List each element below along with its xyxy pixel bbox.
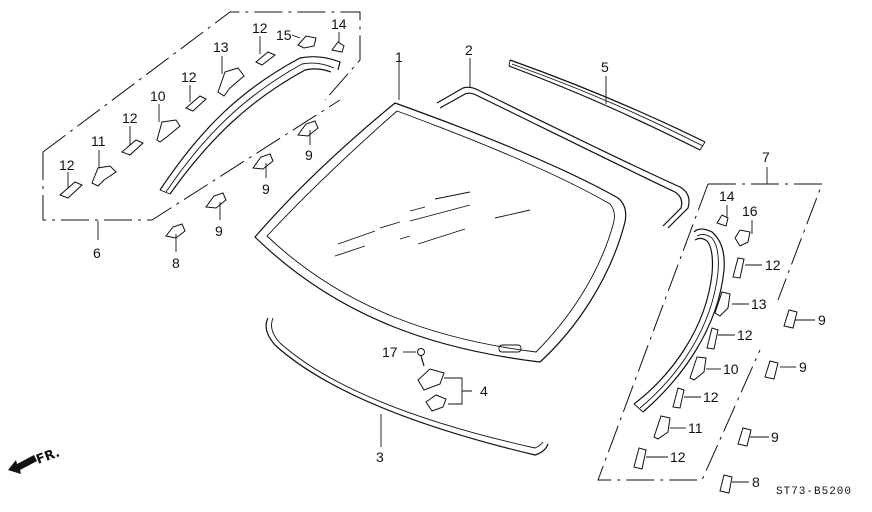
clip-9 [205, 192, 227, 209]
top-seal [508, 59, 706, 151]
right-kit-clips [633, 214, 751, 470]
callout-12f: 12 [737, 327, 753, 343]
loose-clips-left: 9 9 9 8 [165, 120, 319, 271]
clip-11 [91, 165, 117, 187]
clip-12 [633, 447, 647, 470]
clip-12 [672, 387, 685, 409]
callout-12d: 12 [252, 20, 268, 36]
clip-16 [734, 229, 751, 247]
clip-13 [714, 291, 731, 317]
callout-1: 1 [395, 49, 403, 65]
clip-12 [59, 181, 83, 199]
callout-9d: 9 [818, 312, 826, 328]
screw-17 [417, 348, 425, 367]
callout-7: 7 [762, 149, 770, 165]
callout-6: 6 [93, 245, 101, 261]
callout-12h: 12 [670, 449, 686, 465]
left-kit-clips [59, 35, 345, 199]
arrow-left-icon [8, 455, 37, 474]
front-direction-indicator: FR. [8, 445, 62, 474]
clip-9 [297, 120, 319, 137]
callout-9c: 9 [215, 223, 223, 239]
clip-12 [732, 257, 745, 279]
glass-reflection-lines [334, 191, 531, 257]
callout-5: 5 [601, 59, 609, 75]
callout-13b: 13 [751, 296, 767, 312]
callout-12a: 12 [59, 157, 75, 173]
clip-9 [737, 427, 752, 447]
callout-12c: 12 [181, 69, 197, 85]
direction-label: FR. [34, 445, 62, 467]
callout-8b: 8 [752, 474, 760, 490]
fastener-set-4 [417, 368, 472, 412]
clip-8 [165, 223, 186, 239]
windshield-notch [498, 344, 522, 353]
callout-17: 17 [382, 344, 398, 360]
callout-4: 4 [480, 383, 488, 399]
clip-8 [719, 474, 733, 494]
callout-12g: 12 [703, 389, 719, 405]
callout-13: 13 [213, 39, 229, 55]
drawing-code: ST73-B5200 [776, 486, 852, 498]
loose-clips-right: 9 9 9 8 [719, 309, 826, 494]
kit-7-border [708, 183, 823, 301]
callout-11b: 11 [688, 420, 703, 436]
right-molding-kit: 7 14 16 12 13 12 10 [597, 149, 823, 481]
windshield-glass [254, 102, 627, 363]
clip-15 [297, 35, 317, 49]
clip-10 [689, 356, 707, 381]
leader-15 [291, 34, 301, 39]
callout-9f: 9 [771, 429, 779, 445]
clip-9 [783, 309, 798, 329]
callout-8a: 8 [172, 255, 180, 271]
upper-molding [436, 86, 690, 229]
clip-14 [331, 41, 345, 53]
clip-12 [706, 327, 719, 350]
callout-2: 2 [465, 42, 473, 58]
callout-3: 3 [376, 449, 384, 465]
callout-14b: 14 [719, 188, 735, 204]
left-molding-kit: 12 11 12 10 12 13 12 15 14 6 [42, 11, 361, 261]
callout-11: 11 [91, 133, 106, 149]
left-side-molding [159, 56, 341, 195]
callout-12e: 12 [765, 257, 781, 273]
callout-15: 15 [276, 27, 292, 43]
clip-12 [185, 95, 207, 112]
lower-molding [265, 317, 549, 456]
kit-6-border [42, 11, 361, 153]
callout-10: 10 [150, 88, 166, 104]
clip-10 [156, 119, 181, 143]
right-side-molding [633, 228, 725, 413]
callout-10b: 10 [723, 361, 739, 377]
clip-14 [716, 214, 729, 227]
clip-9 [252, 153, 274, 170]
clip-13 [217, 67, 245, 97]
clip-12 [121, 139, 144, 156]
clip-9 [764, 360, 779, 380]
callout-14a: 14 [331, 16, 347, 32]
callout-9a: 9 [305, 147, 313, 163]
callout-9e: 9 [799, 359, 807, 375]
callout-12b: 12 [122, 110, 138, 126]
clip-11 [653, 415, 671, 440]
callout-9b: 9 [262, 181, 270, 197]
callout-16: 16 [742, 203, 758, 219]
clip-12 [255, 51, 276, 66]
